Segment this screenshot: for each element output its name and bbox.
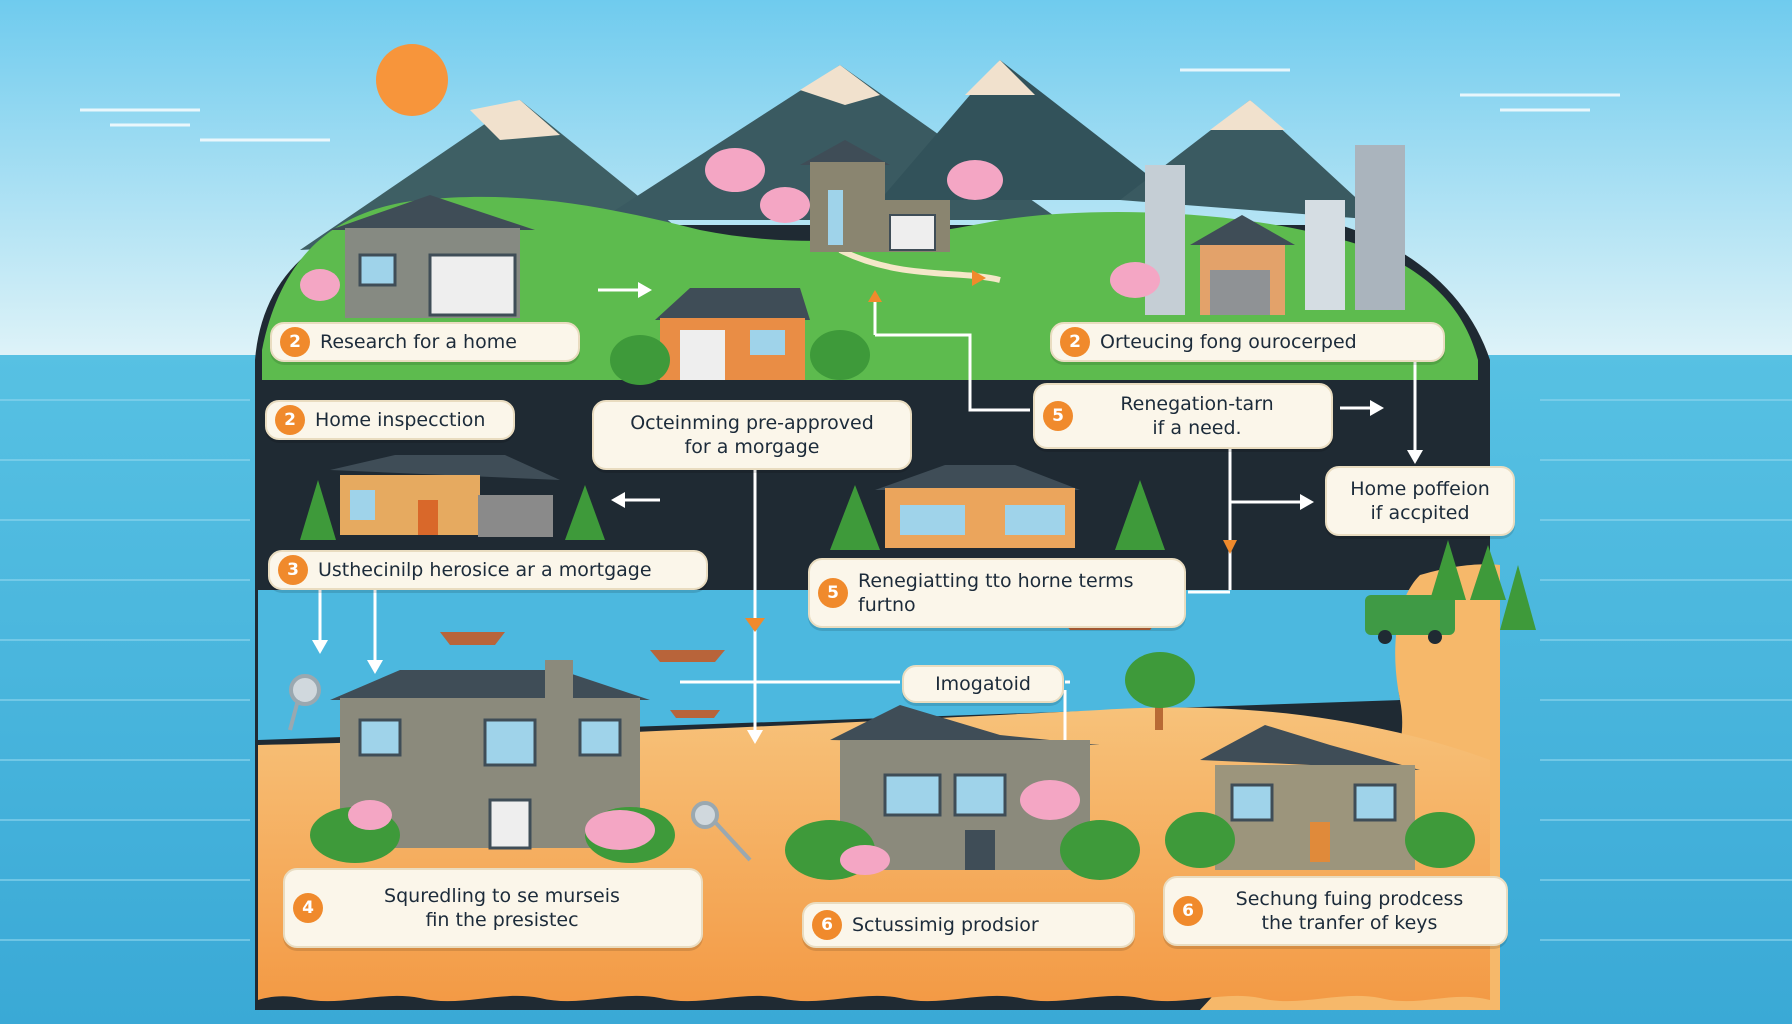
step-label-line-2: if a need. [1152, 417, 1242, 439]
ocean-lines [0, 399, 1792, 941]
step-number-badge: 6 [1173, 896, 1203, 926]
step-label-line-2: for a morgage [684, 436, 820, 458]
step-number-badge: 2 [1060, 327, 1090, 357]
step-number-badge: 4 [293, 893, 323, 923]
step-label-line-1: Octeinming pre-approved [630, 412, 874, 434]
step-label: Research for a home [320, 331, 517, 353]
house-orange [610, 288, 870, 385]
house-top-center [800, 140, 950, 252]
key-icon [288, 674, 752, 862]
step-label: Imogatoid [935, 673, 1031, 695]
city-buildings [1145, 145, 1405, 315]
step-home-poffeion: Home poffeion if accpited [1325, 466, 1515, 536]
step-label: Home inspecction [315, 409, 486, 431]
house-bottom-right [1165, 725, 1475, 870]
step-number-badge: 5 [1043, 401, 1073, 431]
step-label-line-1: Renegation-tarn [1120, 393, 1274, 415]
step-orteucing: 2 Orteucing fong ourocerped [1050, 322, 1445, 362]
house-mid-left [300, 455, 605, 540]
step-squredling: 4 Squredling to se murseis fin the presi… [283, 868, 703, 948]
step-home-inspection: 2 Home inspecction [265, 400, 515, 440]
step-research-for-a-home: 2 Research for a home [270, 322, 580, 362]
step-label: Sctussimig prodsior [852, 914, 1039, 936]
step-label-line-2: furtno [858, 594, 916, 616]
path-road [838, 247, 1001, 283]
step-label-line-2: fin the presistec [425, 909, 579, 931]
step-sechung: 6 Sechung fuing prodcess the tranfer of … [1163, 876, 1508, 946]
step-label: Orteucing fong ourocerped [1100, 331, 1357, 353]
step-label-line-1: Squredling to se murseis [384, 885, 620, 907]
step-label-line-1: Sechung fuing prodcess [1235, 888, 1464, 910]
step-label: Usthecinilp herosice ar a mortgage [318, 559, 652, 581]
step-renegiatting: 5 Renegiatting tto horne terms furtno [808, 558, 1186, 628]
step-scitussimig: 6 Sctussimig prodsior [802, 902, 1135, 948]
step-number-badge: 2 [280, 327, 310, 357]
orange-arrows [745, 270, 1237, 632]
step-label-line-2: the tranfer of keys [1261, 912, 1438, 934]
cloud-lines [80, 68, 1620, 142]
step-number-badge: 6 [812, 910, 842, 940]
step-label-line-1: Home poffeion [1350, 478, 1490, 500]
step-number-badge: 5 [818, 578, 848, 608]
step-number-badge: 3 [278, 555, 308, 585]
trees-beach [1125, 652, 1195, 730]
step-ustheciniilp: 3 Usthecinilp herosice ar a mortgage [268, 550, 708, 590]
step-label-line-2: if accpited [1370, 502, 1470, 524]
trees-right [1430, 540, 1536, 630]
step-label-line-1: Renegiatting tto horne terms [858, 570, 1134, 592]
van [1365, 595, 1455, 644]
house-big-left [310, 660, 675, 863]
step-pre-approved: Octeinming pre-approved for a morgage [592, 400, 912, 470]
flow-connectors [318, 288, 1417, 740]
step-imogatoid: Imogatoid [902, 665, 1064, 703]
house-center [830, 465, 1165, 550]
house-top-left [330, 195, 535, 318]
step-number-badge: 2 [275, 405, 305, 435]
arrow-heads [312, 282, 1423, 744]
blossoms [300, 148, 1160, 875]
step-renegation-tarn: 5 Renegation-tarn if a need. [1033, 383, 1333, 449]
sun [376, 44, 448, 116]
